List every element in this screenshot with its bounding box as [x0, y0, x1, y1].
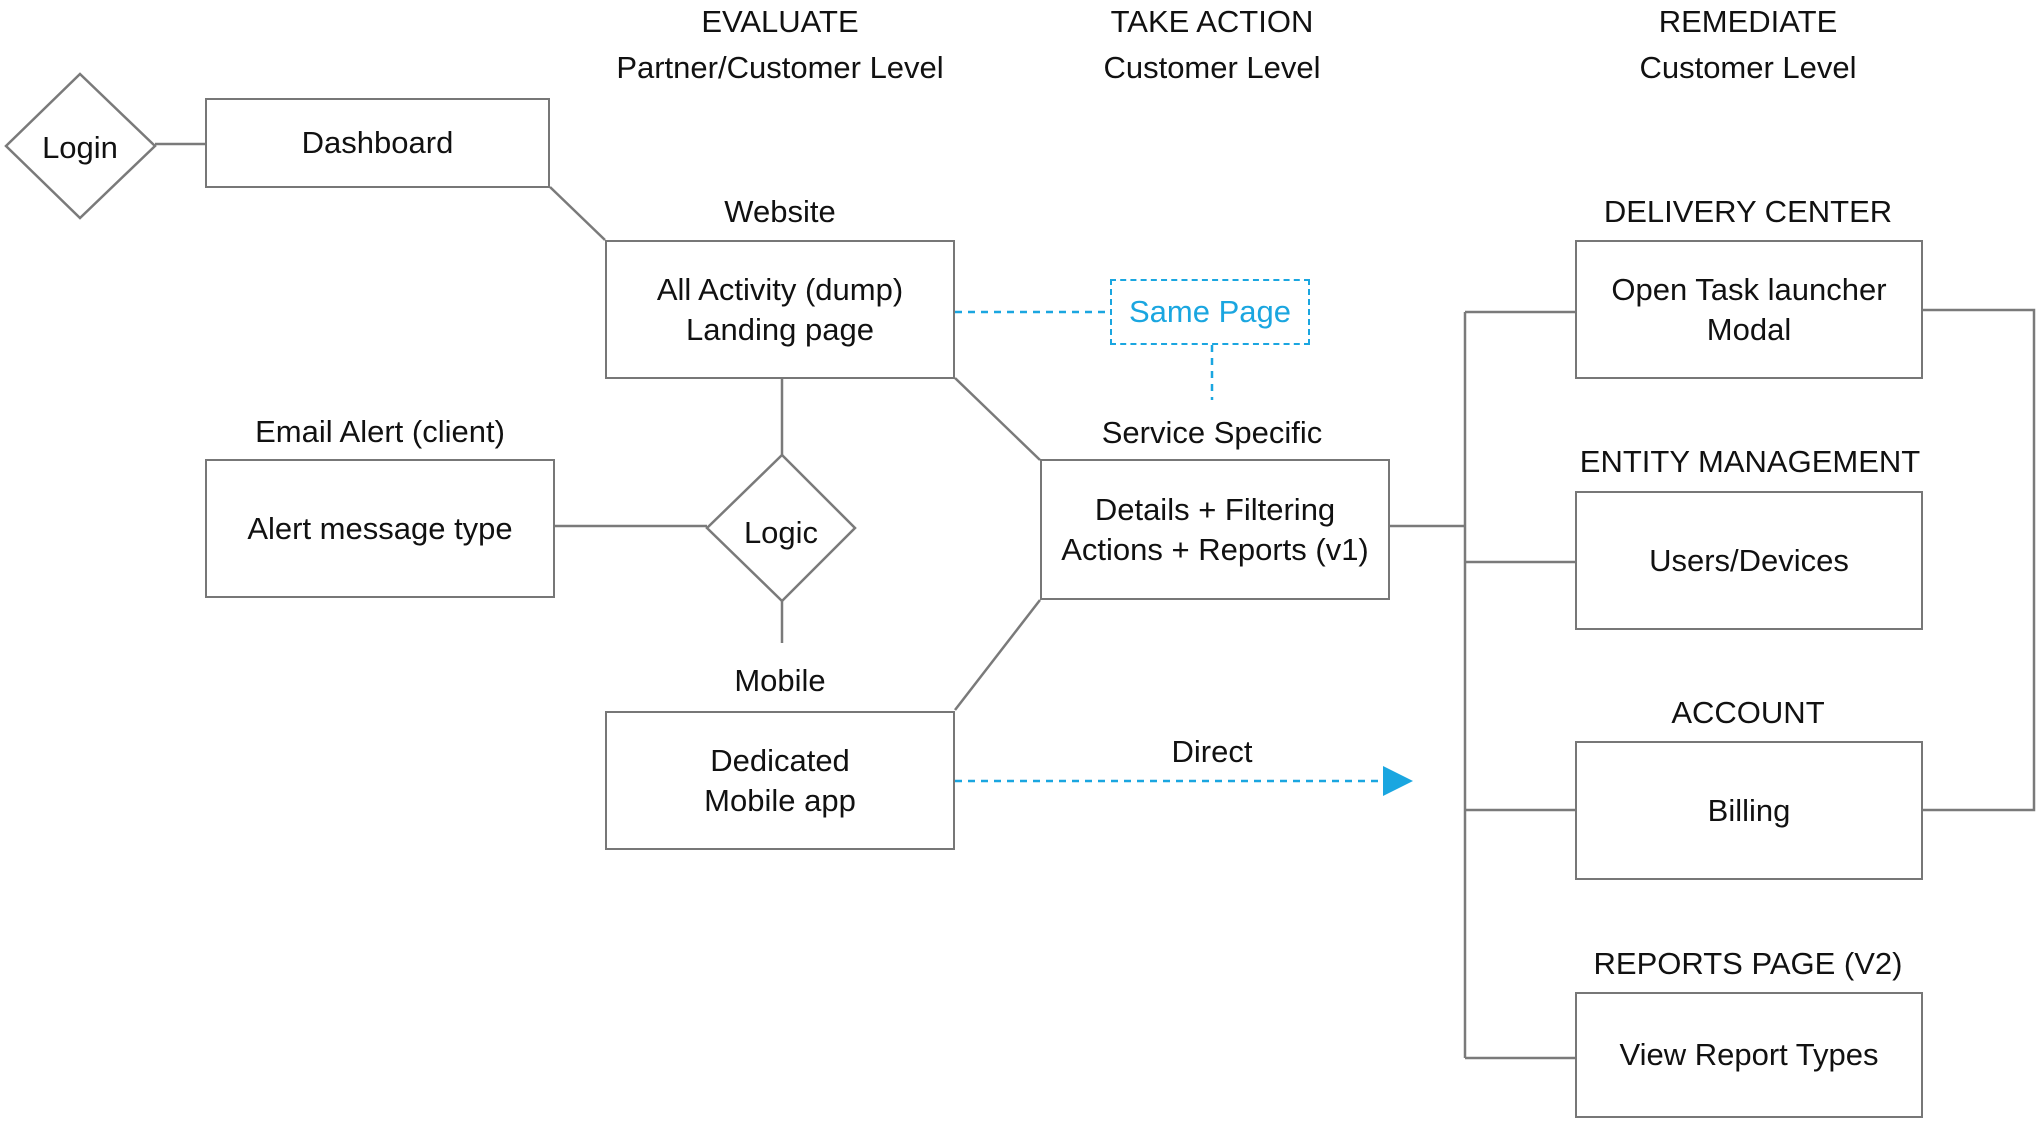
entity-management-label: ENTITY MANAGEMENT — [1579, 444, 1921, 479]
delivery-center-box: Open Task launcher Modal — [1575, 240, 1923, 379]
service-specific-line1: Details + Filtering — [1094, 491, 1336, 527]
column-subtitle-remediate: Customer Level — [1639, 50, 1857, 85]
mobile-line2: Mobile app — [704, 782, 856, 818]
logic-label: Logic — [743, 515, 819, 550]
column-title-evaluate: EVALUATE — [701, 4, 859, 39]
column-title-remediate: REMEDIATE — [1658, 4, 1838, 39]
account-text: Billing — [1707, 792, 1791, 828]
mobile-label: Mobile — [734, 663, 826, 698]
website-box: All Activity (dump) Landing page — [605, 240, 955, 379]
connector-delivery-account — [1923, 308, 2036, 812]
connector-mobile-service — [954, 599, 1041, 711]
service-specific-line2: Actions + Reports (v1) — [1061, 531, 1369, 567]
service-specific-label: Service Specific — [1101, 415, 1323, 450]
reports-page-label: REPORTS PAGE (V2) — [1593, 946, 1903, 981]
column-subtitle-evaluate: Partner/Customer Level — [616, 50, 944, 85]
delivery-center-line1: Open Task launcher — [1611, 271, 1887, 307]
delivery-center-label: DELIVERY CENTER — [1603, 194, 1893, 229]
connector-website-service — [954, 377, 1041, 461]
email-alert-label: Email Alert (client) — [255, 414, 505, 449]
website-label: Website — [724, 194, 836, 229]
mobile-line1: Dedicated — [710, 742, 850, 778]
mobile-box: Dedicated Mobile app — [605, 711, 955, 850]
website-line1: All Activity (dump) — [656, 271, 904, 307]
website-line2: Landing page — [686, 311, 874, 347]
login-label: Login — [42, 130, 118, 165]
column-subtitle-take-action: Customer Level — [1103, 50, 1321, 85]
account-label: ACCOUNT — [1671, 695, 1825, 730]
logic-diamond — [705, 453, 857, 603]
entity-management-text: Users/Devices — [1649, 542, 1849, 578]
email-alert-text: Alert message type — [247, 510, 513, 546]
account-box: Billing — [1575, 741, 1923, 880]
dashboard-text: Dashboard — [301, 125, 454, 160]
column-title-take-action: TAKE ACTION — [1110, 4, 1314, 39]
dashboard-box: Dashboard — [205, 98, 550, 188]
delivery-center-line2: Modal — [1706, 311, 1792, 347]
connector-dashboard-website — [549, 186, 606, 241]
same-page-text: Same Page — [1129, 294, 1291, 329]
service-specific-box: Details + Filtering Actions + Reports (v… — [1040, 459, 1390, 600]
login-diamond — [4, 72, 157, 220]
reports-page-text: View Report Types — [1619, 1037, 1879, 1072]
reports-page-box: View Report Types — [1575, 992, 1923, 1118]
email-alert-box: Alert message type — [205, 459, 555, 598]
entity-management-box: Users/Devices — [1575, 491, 1923, 630]
same-page-box: Same Page — [1110, 279, 1310, 345]
direct-label: Direct — [1171, 734, 1253, 769]
